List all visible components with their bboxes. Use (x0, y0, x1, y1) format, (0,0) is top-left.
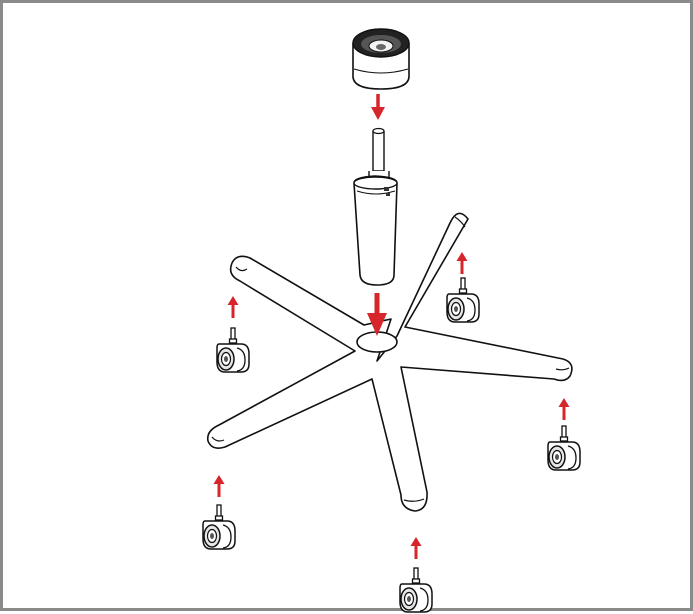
caster-right-lower (547, 425, 581, 471)
arrow-lift-to-base (367, 293, 387, 336)
assembly-diagram (202, 28, 581, 613)
arrow-left-lower (212, 473, 226, 499)
gas-lift (353, 127, 398, 286)
caster-left-upper (216, 327, 250, 373)
five-star-base (206, 212, 573, 512)
arrow-bottom (409, 535, 423, 561)
top-cap (352, 28, 410, 90)
arrow-right-upper (455, 250, 469, 276)
arrow-cap-to-lift (371, 94, 385, 120)
arrow-right-lower (557, 396, 571, 422)
caster-bottom (399, 567, 433, 613)
caster-right-upper (446, 277, 480, 323)
arrow-left-upper (226, 294, 240, 320)
caster-left-lower (202, 504, 236, 550)
